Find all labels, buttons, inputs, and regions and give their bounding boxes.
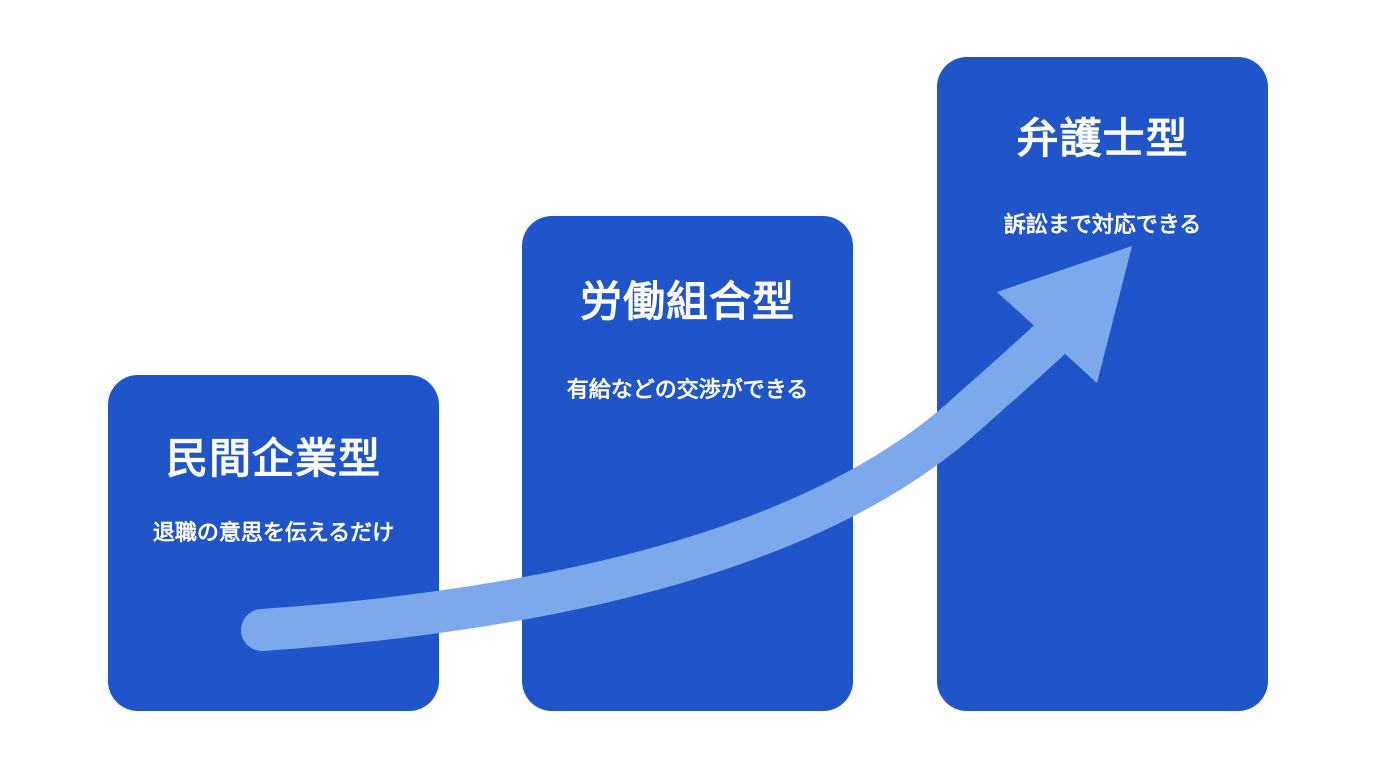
step-title: 労働組合型	[579, 277, 795, 326]
step-description: 有給などの交渉ができる	[566, 378, 809, 403]
step-description: 退職の意思を伝えるだけ	[152, 521, 395, 546]
step-card-labor-union: 労働組合型 有給などの交渉ができる	[522, 216, 853, 711]
step-card-lawyer: 弁護士型 訴訟まで対応できる	[937, 57, 1268, 711]
step-card-private-company: 民間企業型 退職の意思を伝えるだけ	[108, 375, 439, 711]
step-title: 弁護士型	[1016, 114, 1189, 163]
step-description: 訴訟まで対応できる	[1003, 213, 1202, 238]
step-title: 民間企業型	[165, 434, 381, 483]
